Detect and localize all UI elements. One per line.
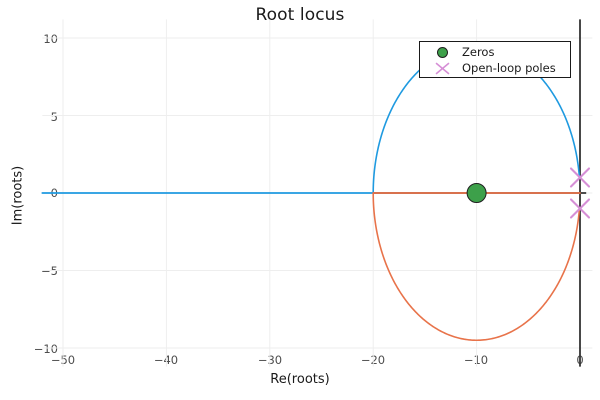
pole-markers [569, 167, 591, 219]
legend-label: Zeros [462, 45, 495, 59]
locus-branches [41, 44, 581, 342]
x-axis-label: Re(roots) [270, 372, 330, 387]
pole-marker-icon [432, 60, 454, 77]
legend[interactable]: Zeros Open-loop poles [419, 41, 571, 78]
y-tick-label: −10 [33, 342, 58, 356]
zero-markers [466, 183, 487, 203]
y-tick-label: 5 [50, 110, 58, 124]
zero-marker-icon [432, 44, 454, 61]
legend-entry-zeros[interactable]: Zeros [420, 44, 572, 61]
legend-label: Open-loop poles [462, 61, 556, 75]
x-tick-label: −10 [463, 353, 489, 367]
legend-entry-poles[interactable]: Open-loop poles [420, 60, 572, 77]
page-title: Root locus [255, 5, 345, 25]
y-tick-label: 10 [43, 32, 58, 46]
